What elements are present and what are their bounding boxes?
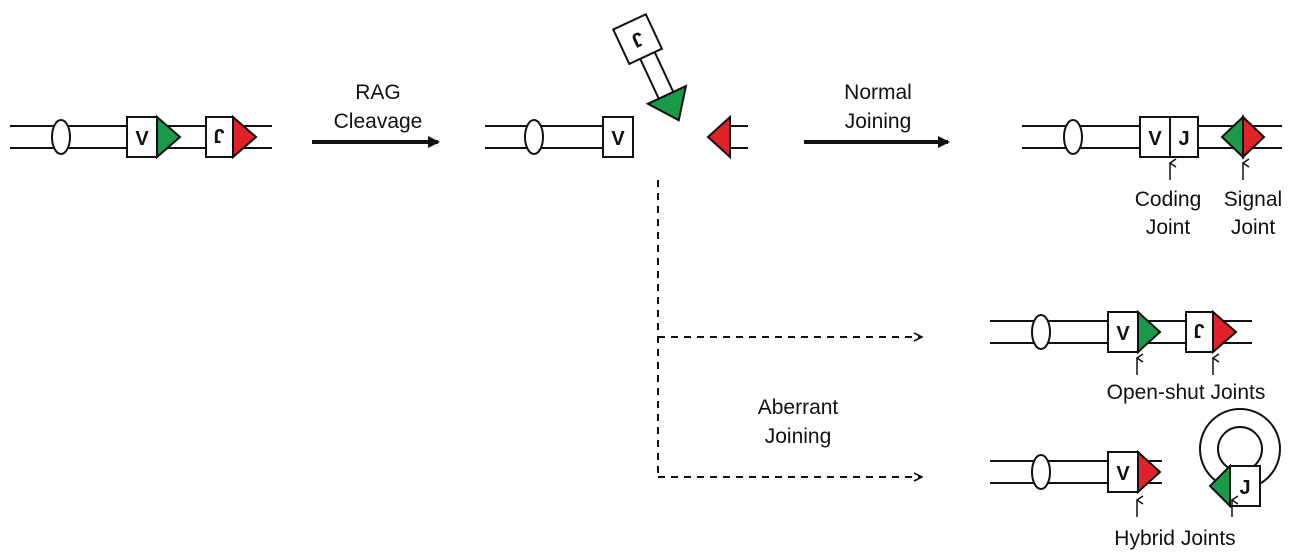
v-label-cleaved: V xyxy=(611,128,625,150)
j-label-inverted: J xyxy=(213,124,224,146)
hybrid-label: Hybrid Joints xyxy=(1114,527,1235,550)
v-label-joined: V xyxy=(1148,128,1162,150)
rss-23-triangle xyxy=(232,114,258,160)
v-label-hybrid: V xyxy=(1116,463,1130,485)
signal-joint-line1: Signal xyxy=(1224,188,1282,211)
j-label-open-shut: J xyxy=(1193,319,1204,341)
germline-dna xyxy=(10,114,272,160)
v-coding-end xyxy=(602,116,634,158)
circular-dna-inner xyxy=(1217,426,1263,472)
rag-label-line1: RAG xyxy=(355,81,401,104)
j-label-joined: J xyxy=(1178,128,1189,150)
signal-joint-line2: Joint xyxy=(1231,216,1276,239)
open-shut-label: Open-shut Joints xyxy=(1107,381,1266,404)
cleaved-dna xyxy=(485,12,748,160)
aberrant-label-line2: Joining xyxy=(765,425,832,448)
j-coding-end-excised xyxy=(611,12,688,122)
v-label: V xyxy=(135,128,149,150)
normal-product xyxy=(1022,114,1282,160)
hybrid-product xyxy=(990,408,1281,509)
aberrant-label-line1: Aberrant xyxy=(758,396,839,419)
normal-label-line2: Joining xyxy=(845,110,912,133)
signal-joint-green xyxy=(1220,114,1244,160)
pointer-arrows xyxy=(1137,163,1243,517)
coding-joint-line1: Coding xyxy=(1135,188,1202,211)
open-shut-product xyxy=(990,309,1252,355)
v-label-open-shut: V xyxy=(1116,323,1130,345)
rss-12-triangle xyxy=(156,114,182,160)
rss-23-signal-end xyxy=(706,114,731,160)
rag-label-line2: Cleavage xyxy=(334,110,423,133)
j-label-hybrid: J xyxy=(1239,477,1250,499)
signal-joint-red xyxy=(1242,114,1266,160)
normal-label-line1: Normal xyxy=(844,81,912,104)
v-segment-joined xyxy=(1139,116,1171,158)
coding-joint-line2: Joint xyxy=(1146,216,1191,239)
aberrant-branch xyxy=(657,180,922,477)
j-segment-joined xyxy=(1169,116,1199,158)
